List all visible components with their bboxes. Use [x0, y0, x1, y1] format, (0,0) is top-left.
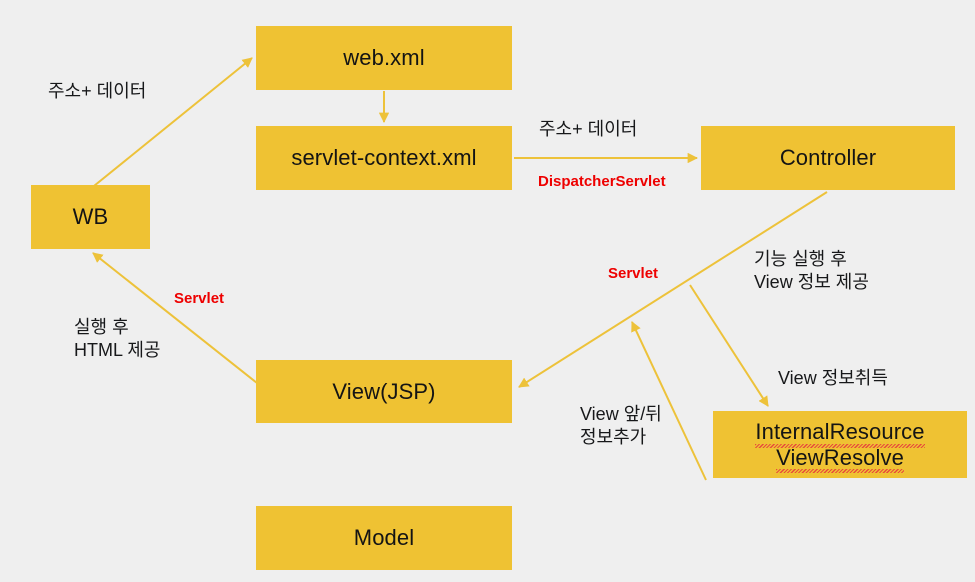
edge-label-ctx-to-controller: 주소+ 데이터 — [539, 119, 638, 139]
node-label: Controller — [779, 145, 877, 171]
node-label: Model — [353, 525, 415, 551]
node-label-line1: InternalResource — [755, 418, 925, 448]
edge-label-view-prefix-suffix: View 앞/뒤 정보추가 — [580, 404, 662, 448]
controller-to-irvr-arrow — [689, 284, 769, 407]
edge-label-servlet-left: Servlet — [174, 290, 225, 307]
node-servlet-context-xml[interactable]: servlet-context.xml — [256, 126, 512, 190]
node-label: View(JSP) — [332, 378, 436, 404]
node-label: servlet-context.xml — [291, 145, 477, 171]
irvr-to-mid-arrow — [631, 321, 707, 481]
node-model[interactable]: Model — [256, 506, 512, 570]
wb-to-webxml-arrow — [88, 57, 253, 191]
edge-label-controller-to-view: 기능 실행 후 View 정보 제공 — [754, 249, 869, 293]
node-wb[interactable]: WB — [31, 185, 150, 249]
node-view-jsp[interactable]: View(JSP) — [256, 360, 512, 423]
edge-label-view-info-acquire: View 정보취득 — [778, 368, 888, 388]
node-label-line2: ViewResolve — [776, 444, 904, 474]
edge-label-view-to-wb: 실행 후 HTML 제공 — [74, 317, 161, 361]
node-web-xml[interactable]: web.xml — [256, 26, 512, 90]
node-internal-resource-view-resolve[interactable]: InternalResource ViewResolve — [713, 411, 967, 478]
node-label: web.xml — [343, 45, 425, 71]
edge-label-dispatcher-servlet: DispatcherServlet — [538, 173, 666, 190]
edge-label-servlet-right: Servlet — [608, 265, 659, 282]
edge-label-wb-to-webxml: 주소+ 데이터 — [48, 81, 147, 101]
node-controller[interactable]: Controller — [701, 126, 955, 190]
node-label: WB — [72, 204, 109, 230]
